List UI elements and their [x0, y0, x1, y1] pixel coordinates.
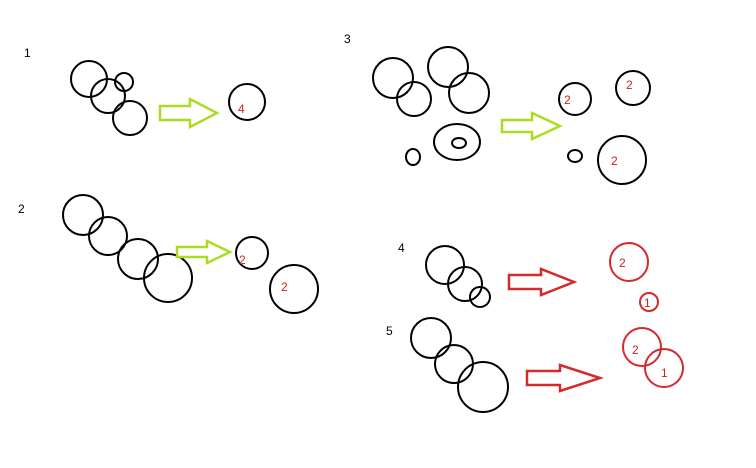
result-count: 4: [238, 102, 245, 116]
result-circle: 2: [622, 327, 662, 367]
result-circle: 1: [639, 292, 659, 312]
result-count: 1: [644, 296, 651, 310]
section-label: 4: [398, 241, 405, 255]
input-circle: [62, 194, 104, 236]
section-label: 3: [344, 32, 351, 46]
input-circle: [396, 81, 432, 117]
section-3: 3 2 2 2: [344, 32, 651, 185]
input-circle: [457, 361, 509, 413]
input-circle: [469, 286, 491, 308]
input-ellipse: [405, 148, 421, 166]
input-circles: [70, 60, 148, 136]
section-2: 2 2 2: [18, 194, 319, 314]
result-circle: 2: [269, 264, 319, 314]
result-circle: 2: [597, 135, 647, 185]
input-circle: [90, 78, 126, 114]
result-circle: 2: [558, 82, 592, 116]
green-arrow: [175, 239, 233, 265]
input-circle: [434, 344, 474, 384]
input-circles: [410, 317, 509, 413]
input-ellipse: [451, 137, 467, 149]
input-ellipse: [433, 123, 481, 161]
section-4: 4 2 1: [398, 241, 659, 312]
input-circle: [372, 57, 414, 99]
input-circle: [70, 60, 108, 98]
result-count: 2: [281, 280, 288, 294]
red-arrow: [507, 267, 578, 297]
input-circle: [447, 266, 483, 302]
section-label: 1: [24, 46, 31, 60]
section-5: 5 2 1: [386, 317, 684, 413]
section-label: 5: [386, 324, 393, 338]
green-arrow: [500, 111, 563, 141]
green-arrow: [158, 96, 220, 130]
input-circles: [372, 46, 490, 166]
section-1: 1 4: [24, 46, 266, 136]
input-circle: [143, 253, 193, 303]
result-circle: 2: [615, 70, 651, 106]
red-arrow: [525, 363, 605, 393]
result-count: 2: [619, 256, 626, 270]
result-count: 1: [661, 366, 668, 380]
input-circle: [114, 72, 134, 92]
input-circle: [427, 46, 469, 88]
result-circle: 2: [609, 242, 649, 282]
input-circle: [448, 72, 490, 114]
input-circles: [425, 245, 491, 308]
result-count: 2: [239, 253, 246, 267]
input-circle: [410, 317, 452, 359]
input-circle: [88, 216, 128, 256]
input-circle: [112, 100, 148, 136]
result-count: 2: [632, 343, 639, 357]
result-count: 2: [611, 154, 618, 168]
result-count: 2: [626, 78, 633, 92]
input-circle: [425, 245, 465, 285]
result-count: 2: [564, 93, 571, 107]
result-circle: 2: [235, 236, 269, 270]
input-circles: [62, 194, 193, 303]
result-circle: 4: [228, 83, 266, 121]
input-circle: [117, 238, 159, 280]
section-label: 2: [18, 202, 25, 216]
result-ellipse: [567, 149, 583, 163]
result-circle: 1: [644, 348, 684, 388]
